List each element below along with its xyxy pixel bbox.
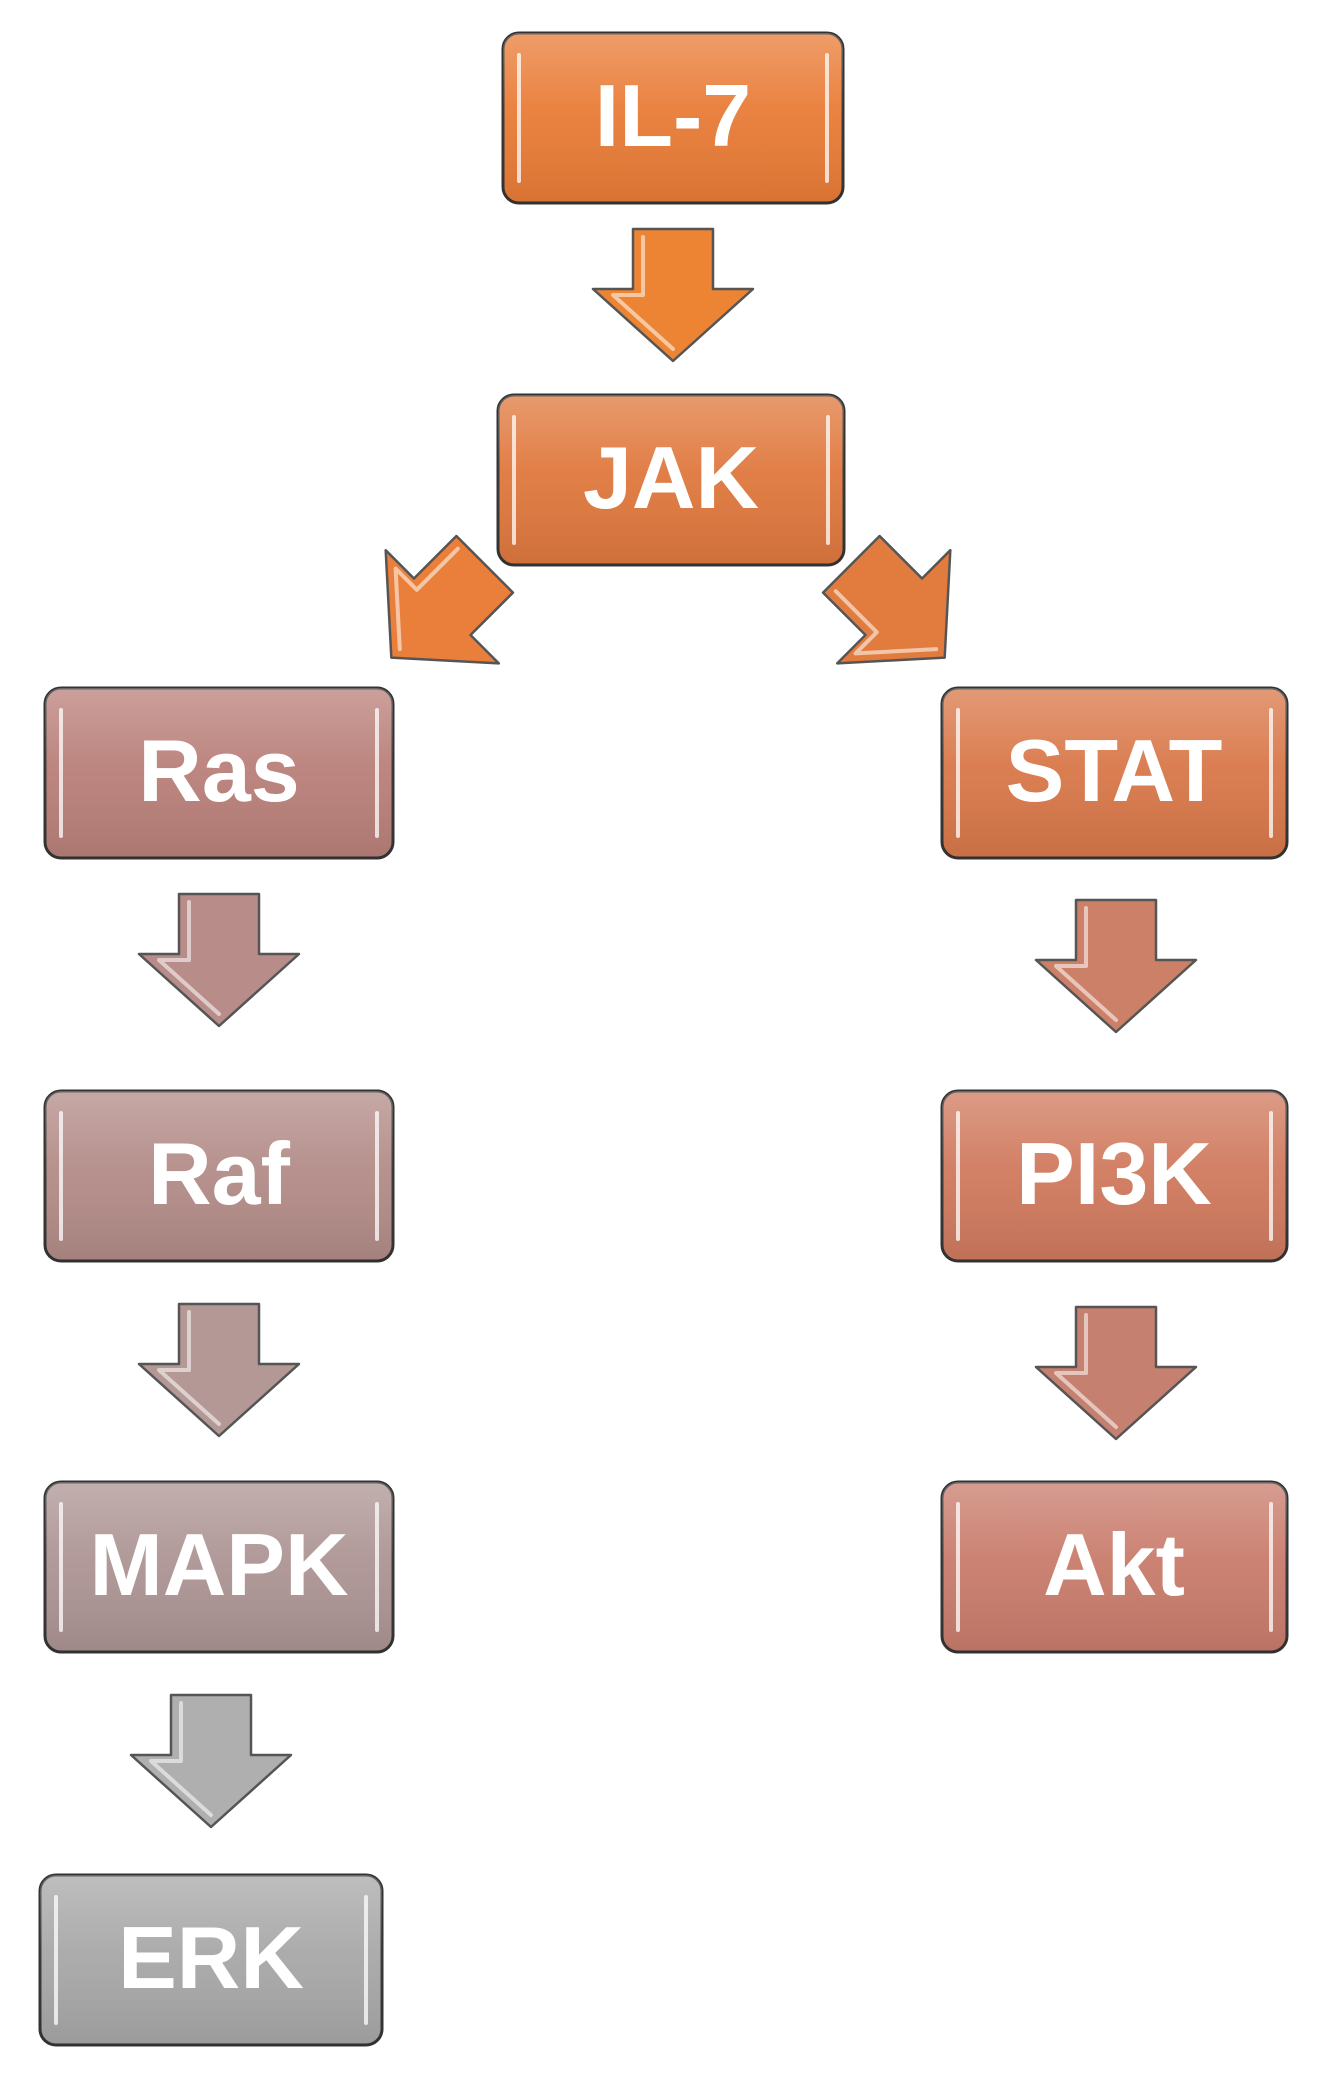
nodes-layer: IL-7 JAK Ras STAT Raf (38, 31, 1289, 2047)
node-pi3k: PI3K (940, 1089, 1289, 1263)
arrow-mapk-to-erk (129, 1693, 293, 1829)
node-stat: STAT (940, 686, 1289, 860)
arrow-ras-to-raf (137, 892, 301, 1028)
node-raf-label: Raf (148, 1124, 290, 1223)
node-erk: ERK (38, 1873, 384, 2047)
node-raf: Raf (43, 1089, 395, 1263)
node-jak: JAK (496, 393, 846, 567)
node-akt: Akt (940, 1480, 1289, 1654)
node-ras-label: Ras (138, 721, 299, 820)
arrow-raf-to-mapk (137, 1302, 301, 1438)
node-akt-label: Akt (1043, 1515, 1185, 1614)
arrow-pi3k-to-akt (1034, 1305, 1198, 1441)
arrow-jak-to-stat (821, 534, 952, 665)
arrow-jak-to-ras (384, 534, 515, 665)
arrow-stat-to-pi3k (1034, 898, 1198, 1034)
node-mapk: MAPK (43, 1480, 395, 1654)
arrow-il7-to-jak (591, 227, 755, 363)
node-mapk-label: MAPK (89, 1515, 348, 1614)
arrows-layer (129, 227, 1198, 1829)
node-il7-label: IL-7 (595, 66, 751, 165)
node-jak-label: JAK (583, 428, 759, 527)
node-ras: Ras (43, 686, 395, 860)
node-il7: IL-7 (501, 31, 845, 205)
node-stat-label: STAT (1006, 721, 1223, 820)
node-erk-label: ERK (118, 1908, 304, 2007)
node-pi3k-label: PI3K (1016, 1124, 1212, 1223)
